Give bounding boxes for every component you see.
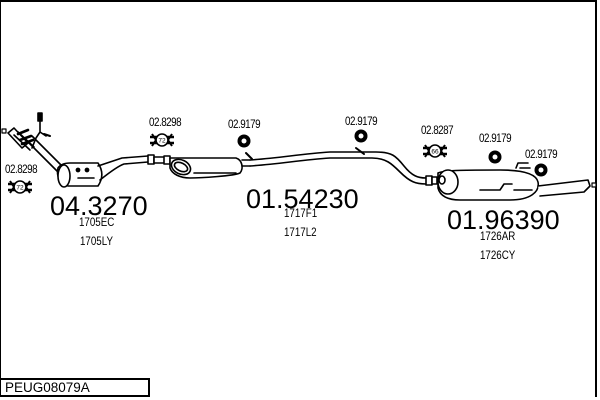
clamp-icon: 72 (150, 133, 174, 147)
accessory-code: 02.9179 (525, 147, 558, 161)
accessory-code: 02.9179 (345, 114, 378, 128)
accessory-code: 02.8298 (149, 115, 182, 129)
accessory-code: 02.8287 (421, 123, 454, 137)
part-number: 04.3270 (50, 191, 148, 221)
svg-text:72: 72 (158, 138, 166, 145)
accessory-code: 02.8298 (5, 162, 38, 176)
rubber-hanger-icon (488, 150, 502, 164)
part-ref: 1705EC (79, 217, 115, 229)
rubber-hanger-icon (534, 163, 548, 177)
part-ref: 1717L2 (284, 227, 317, 239)
part-ref: 1705LY (80, 236, 113, 248)
part-ref: 1726CY (480, 250, 516, 262)
part-number: 01.54230 (246, 184, 359, 214)
part-number: 01.96390 (447, 205, 560, 235)
rubber-hanger-icon (354, 129, 368, 143)
rubber-hanger-icon (237, 134, 251, 148)
accessory-code: 02.9179 (228, 117, 261, 131)
svg-text:66: 66 (431, 149, 439, 156)
part-ref: 1717F1 (284, 208, 318, 220)
center-pipe (249, 147, 438, 186)
clamp-icon: 72 (8, 180, 32, 194)
rear-silencer (437, 162, 597, 201)
svg-text:72: 72 (16, 185, 24, 192)
middle-silencer (169, 152, 253, 179)
clamp-icon: 66 (423, 144, 447, 158)
catalytic-converter (56, 155, 149, 188)
diagram-code-box: PEUG08079A (0, 378, 150, 397)
pipe-joint-front (147, 154, 171, 165)
diagram-code: PEUG08079A (5, 380, 90, 395)
accessory-code: 02.9179 (479, 131, 512, 145)
front-pipe (1, 112, 65, 173)
part-ref: 1726AR (480, 231, 516, 243)
